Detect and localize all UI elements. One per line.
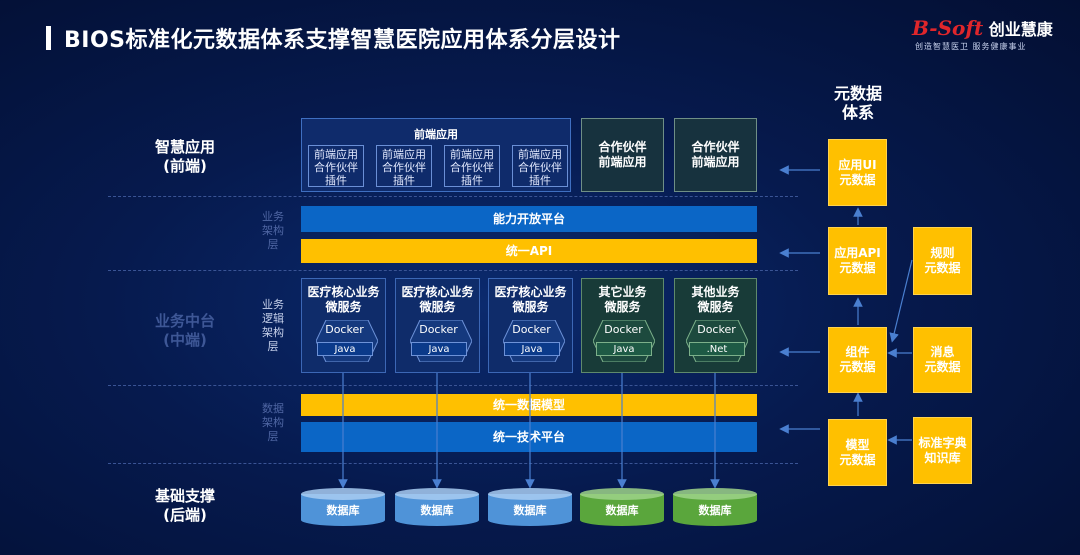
database-cylinder: 数据库 — [301, 488, 385, 526]
unified-tech-platform-bar: 统一技术平台 — [301, 422, 757, 452]
database-icon — [488, 488, 572, 526]
layer-label-business-arch: 业务 架构 层 — [262, 210, 284, 251]
microservice-title: 医疗核心业务 微服务 — [401, 285, 474, 314]
page-title: BIOS标准化元数据体系支撑智慧医院应用体系分层设计 — [64, 28, 621, 53]
database-label: 数据库 — [420, 504, 454, 517]
runtime-label: Java — [317, 342, 373, 356]
partner-plugin-box: 前端应用 合作伙伴 插件 — [308, 145, 364, 187]
microservice-box: 医疗核心业务 微服务 Docker Java — [395, 278, 480, 373]
microservice-box: 医疗核心业务 微服务 Docker Java — [488, 278, 573, 373]
app-ui-metadata: 应用UI 元数据 — [828, 139, 887, 206]
docker-label: Docker — [325, 323, 364, 336]
docker-label: Docker — [697, 323, 736, 336]
brand-mark: B-Soft — [912, 16, 984, 40]
database-icon — [395, 488, 479, 526]
partner-plugin-box: 前端应用 合作伙伴 插件 — [376, 145, 432, 187]
standard-dictionary-kb: 标准字典 知识库 — [913, 417, 972, 484]
front-apps-group: 前端应用 前端应用 合作伙伴 插件 前端应用 合作伙伴 插件 前端应用 合作伙伴… — [301, 118, 571, 192]
microservice-title: 医疗核心业务 微服务 — [307, 285, 380, 314]
message-metadata: 消息 元数据 — [913, 327, 972, 393]
runtime-label: Java — [596, 342, 652, 356]
layer-label-logic-arch: 业务 逻辑 架构 层 — [262, 298, 284, 353]
separator-line — [108, 463, 798, 464]
runtime-label: Java — [504, 342, 560, 356]
docker-label: Docker — [512, 323, 551, 336]
docker-label: Docker — [604, 323, 643, 336]
partner-plugin-box: 前端应用 合作伙伴 插件 — [512, 145, 568, 187]
separator-line — [108, 385, 798, 386]
brand-logo: B-Soft 创业慧康 — [912, 16, 1053, 40]
title-accent-bar — [46, 26, 51, 50]
partner-front-app: 合作伙伴 前端应用 — [581, 118, 664, 192]
microservice-box: 医疗核心业务 微服务 Docker Java — [301, 278, 386, 373]
metadata-system-title: 元数据 体系 — [833, 84, 882, 122]
partner-plugin-box: 前端应用 合作伙伴 插件 — [444, 145, 500, 187]
microservice-title: 其他业务 微服务 — [691, 285, 740, 314]
component-metadata: 组件 元数据 — [828, 327, 887, 393]
front-apps-title: 前端应用 — [414, 128, 458, 141]
separator-line — [108, 196, 798, 197]
database-icon — [580, 488, 664, 526]
database-cylinder: 数据库 — [580, 488, 664, 526]
database-label: 数据库 — [513, 504, 547, 517]
docker-label: Docker — [419, 323, 458, 336]
database-icon — [673, 488, 757, 526]
runtime-label: .Net — [689, 342, 745, 356]
unified-data-model-bar: 统一数据模型 — [301, 394, 757, 416]
partner-front-app: 合作伙伴 前端应用 — [674, 118, 757, 192]
layer-label-front: 智慧应用 (前端) — [154, 138, 215, 175]
layer-label-data-arch: 数据 架构 层 — [262, 402, 284, 443]
brand-slogan: 创造智慧医卫 服务健康事业 — [915, 42, 1027, 51]
microservice-box: 其他业务 微服务 Docker .Net — [674, 278, 757, 373]
separator-line — [108, 270, 798, 271]
unified-api-bar: 统一API — [301, 239, 757, 263]
database-cylinder: 数据库 — [395, 488, 479, 526]
database-label: 数据库 — [605, 504, 639, 517]
microservice-box: 其它业务 微服务 Docker Java — [581, 278, 664, 373]
capability-open-platform-bar: 能力开放平台 — [301, 206, 757, 232]
model-metadata: 模型 元数据 — [828, 419, 887, 486]
rule-metadata: 规则 元数据 — [913, 227, 972, 295]
database-cylinder: 数据库 — [673, 488, 757, 526]
microservice-title: 其它业务 微服务 — [598, 285, 647, 314]
database-label: 数据库 — [326, 504, 360, 517]
database-cylinder: 数据库 — [488, 488, 572, 526]
app-api-metadata: 应用API 元数据 — [828, 227, 887, 295]
database-label: 数据库 — [698, 504, 732, 517]
runtime-label: Java — [411, 342, 467, 356]
brand-name: 创业慧康 — [988, 20, 1053, 39]
database-icon — [301, 488, 385, 526]
microservice-title: 医疗核心业务 微服务 — [494, 285, 567, 314]
layer-label-middle: 业务中台 (中端) — [154, 312, 215, 349]
layer-label-base: 基础支撑 (后端) — [154, 487, 215, 524]
